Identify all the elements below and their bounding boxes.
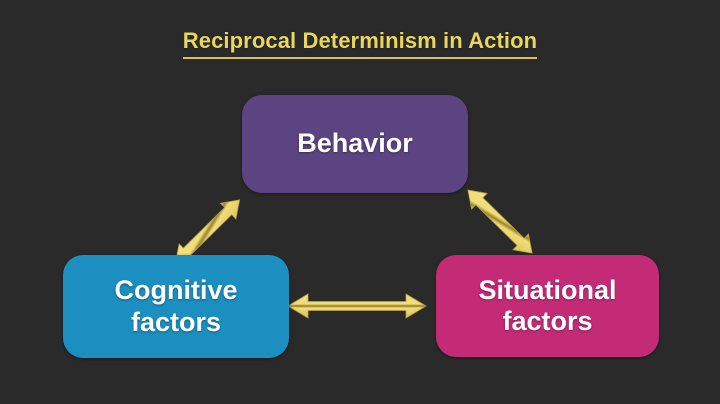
node-cognitive-factors[interactable]: Cognitive factors xyxy=(63,255,289,358)
arrow-cognitive-situational xyxy=(287,293,427,319)
node-cognitive-factors-label: Cognitive factors xyxy=(114,275,238,337)
arrow-behavior-situational xyxy=(467,189,533,254)
page-title: Reciprocal Determinism in Action xyxy=(182,28,538,59)
diagram-title-container: Reciprocal Determinism in Action xyxy=(0,28,720,59)
node-behavior-label: Behavior xyxy=(297,128,413,159)
node-behavior[interactable]: Behavior xyxy=(242,95,468,193)
node-situational-factors[interactable]: Situational factors xyxy=(436,255,659,357)
node-situational-factors-label: Situational factors xyxy=(478,274,617,336)
